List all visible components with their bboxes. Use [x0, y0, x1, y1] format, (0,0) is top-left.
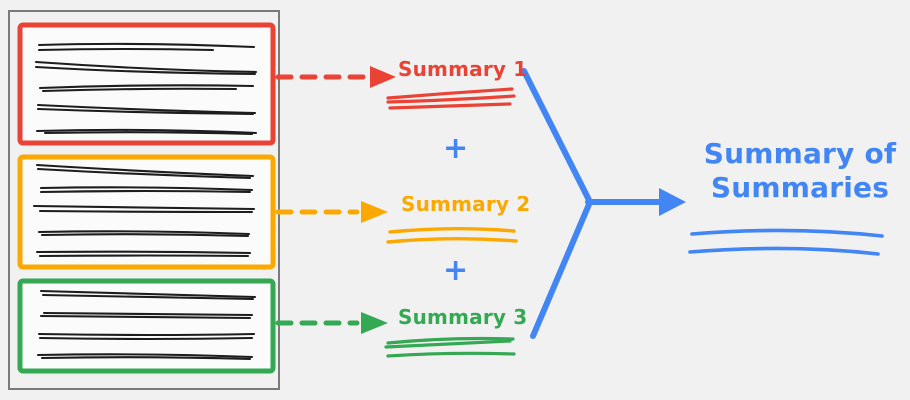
summary-2-strokes	[386, 227, 518, 244]
chunk-green-text-lines	[36, 289, 257, 361]
summary-3-strokes	[384, 336, 516, 358]
chunk-red-border	[17, 22, 276, 146]
merge-arrowhead	[659, 188, 686, 216]
summary-1-strokes	[386, 87, 516, 110]
final-output-strokes	[688, 228, 884, 256]
chunk-green-border	[17, 278, 276, 374]
merge-connector	[521, 68, 686, 339]
merge-branch-bottom	[530, 199, 593, 339]
arrow-chunk-red-to-summary-1	[275, 66, 396, 88]
arrow-chunk-orange-to-summary-2	[275, 201, 388, 223]
chunk-red-text-lines	[34, 42, 258, 136]
document-chunk-green[interactable]	[17, 278, 276, 374]
document-chunk-orange[interactable]	[17, 154, 276, 270]
arrow-chunk-green-to-summary-3	[275, 312, 388, 334]
chunk-orange-text-lines	[32, 163, 256, 258]
merge-branch-top	[521, 68, 593, 205]
document-chunk-red[interactable]	[17, 22, 276, 146]
